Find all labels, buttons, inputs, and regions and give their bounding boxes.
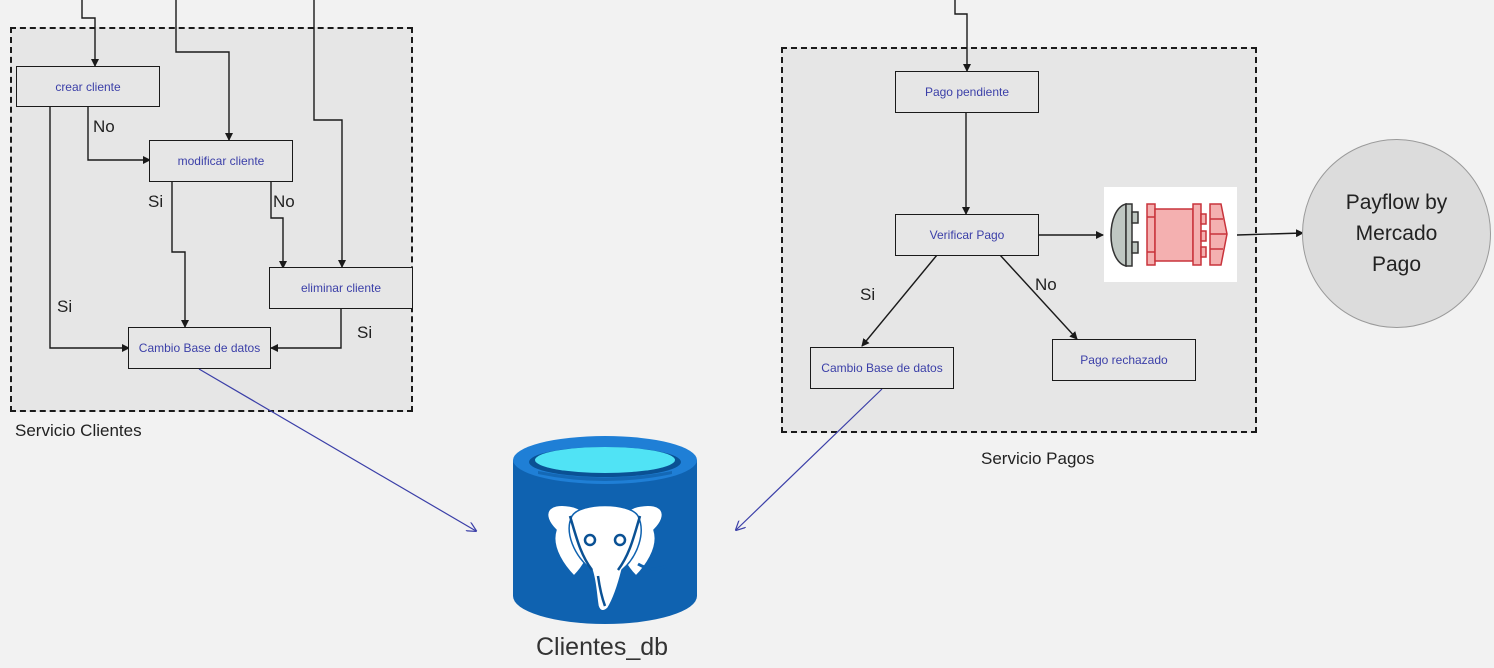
edge-label-pagos-si: Si	[860, 285, 876, 304]
wire-eliminar-si	[270, 308, 342, 352]
wire-in-crear	[81, 0, 99, 67]
wire-in-modificar	[175, 0, 233, 141]
link-clientes-db	[198, 368, 476, 531]
node-cambio-db-clientes[interactable]: Cambio Base de datos	[128, 327, 271, 369]
link-pagos-db	[736, 388, 883, 530]
node-verificar-pago[interactable]: Verificar Pago	[895, 214, 1039, 256]
edge-label-crear-si: Si	[57, 297, 73, 316]
wire-gateway-payflow	[1236, 229, 1304, 238]
node-pago-rechazado[interactable]: Pago rechazado	[1052, 339, 1196, 381]
edge-label-eliminar-si: Si	[357, 323, 373, 342]
postgresql-database-icon[interactable]	[510, 436, 700, 628]
node-pago-pendiente[interactable]: Pago pendiente	[895, 71, 1039, 113]
payflow-line-1: Payflow by	[1345, 191, 1448, 214]
edge-label-crear-no: No	[93, 117, 115, 136]
node-modificar-cliente[interactable]: modificar cliente	[149, 140, 293, 182]
node-crear-cliente[interactable]: crear cliente	[16, 66, 160, 107]
wire-modificar-si	[171, 181, 189, 328]
wire-crear-no	[87, 107, 151, 164]
wire-verificar-no	[999, 254, 1078, 340]
database-name: Clientes_db	[536, 633, 669, 661]
wire-modificar-no	[270, 181, 287, 269]
api-gateway-icon[interactable]	[1104, 187, 1237, 282]
servicio-clientes-caption: Servicio Clientes	[15, 421, 142, 440]
edge-label-pagos-no: No	[1035, 275, 1057, 294]
node-cambio-db-pagos[interactable]: Cambio Base de datos	[810, 347, 954, 389]
payflow-mercado-pago-node[interactable]: Payflow by Mercado Pago	[1302, 139, 1491, 328]
wire-in-pendiente	[954, 0, 971, 72]
payflow-line-2: Mercado	[1355, 222, 1438, 245]
node-eliminar-cliente[interactable]: eliminar cliente	[269, 267, 413, 309]
edge-label-modificar-si: Si	[148, 192, 164, 211]
servicio-pagos-caption: Servicio Pagos	[981, 449, 1095, 468]
wire-in-eliminar	[313, 0, 346, 268]
edge-label-modificar-no: No	[273, 192, 295, 211]
payflow-line-3: Pago	[1371, 253, 1422, 276]
wire-crear-si	[49, 107, 130, 352]
wire-verificar-si	[861, 254, 938, 347]
